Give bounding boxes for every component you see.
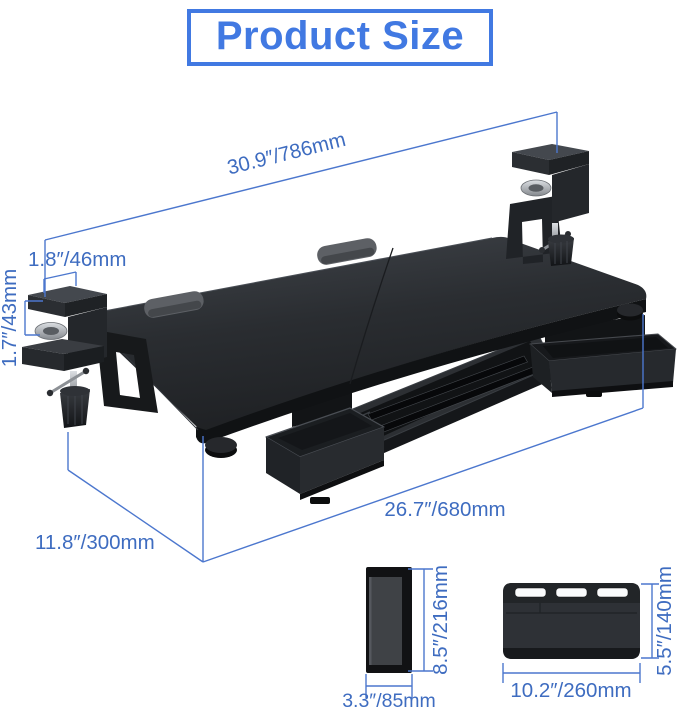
dim-label-side-height: 8.5″/216mm [429, 565, 452, 675]
dim-label-clamp-opening-height: 1.7″/43mm [0, 269, 21, 367]
title-box: Product Size [187, 9, 493, 66]
wrist-stop-bumpers [144, 238, 377, 318]
clamp-screw-rod [552, 223, 558, 243]
dim-label-overall-width: 30.9″/786mm [225, 128, 348, 180]
page-title: Product Size [215, 14, 465, 58]
dim-label-clamp-width: 1.8″/46mm [28, 248, 126, 271]
pencil-tray [337, 333, 555, 464]
side-view-diagram: 8.5″/216mm 3.3″/85mm [342, 565, 452, 711]
left-clamp [22, 286, 158, 428]
tray-seam-line [349, 247, 394, 385]
right-clamp [506, 144, 589, 266]
left-drawer [265, 407, 385, 504]
clamp-screw-rod [70, 371, 77, 395]
dim-label-front-width: 10.2″/260mm [510, 679, 631, 702]
dimension-lines [24, 111, 644, 563]
right-drawer [529, 333, 677, 397]
front-view-diagram: 5.5″/140mm 10.2″/260mm [502, 566, 676, 702]
dim-label-tray-width: 26.7″/680mm [384, 498, 505, 521]
dim-label-front-height: 5.5″/140mm [653, 566, 676, 676]
dim-label-side-width: 3.3″/85mm [342, 690, 436, 711]
dim-label-tray-depth: 11.8″/300mm [35, 531, 155, 554]
tray-foot-pads [205, 303, 643, 458]
